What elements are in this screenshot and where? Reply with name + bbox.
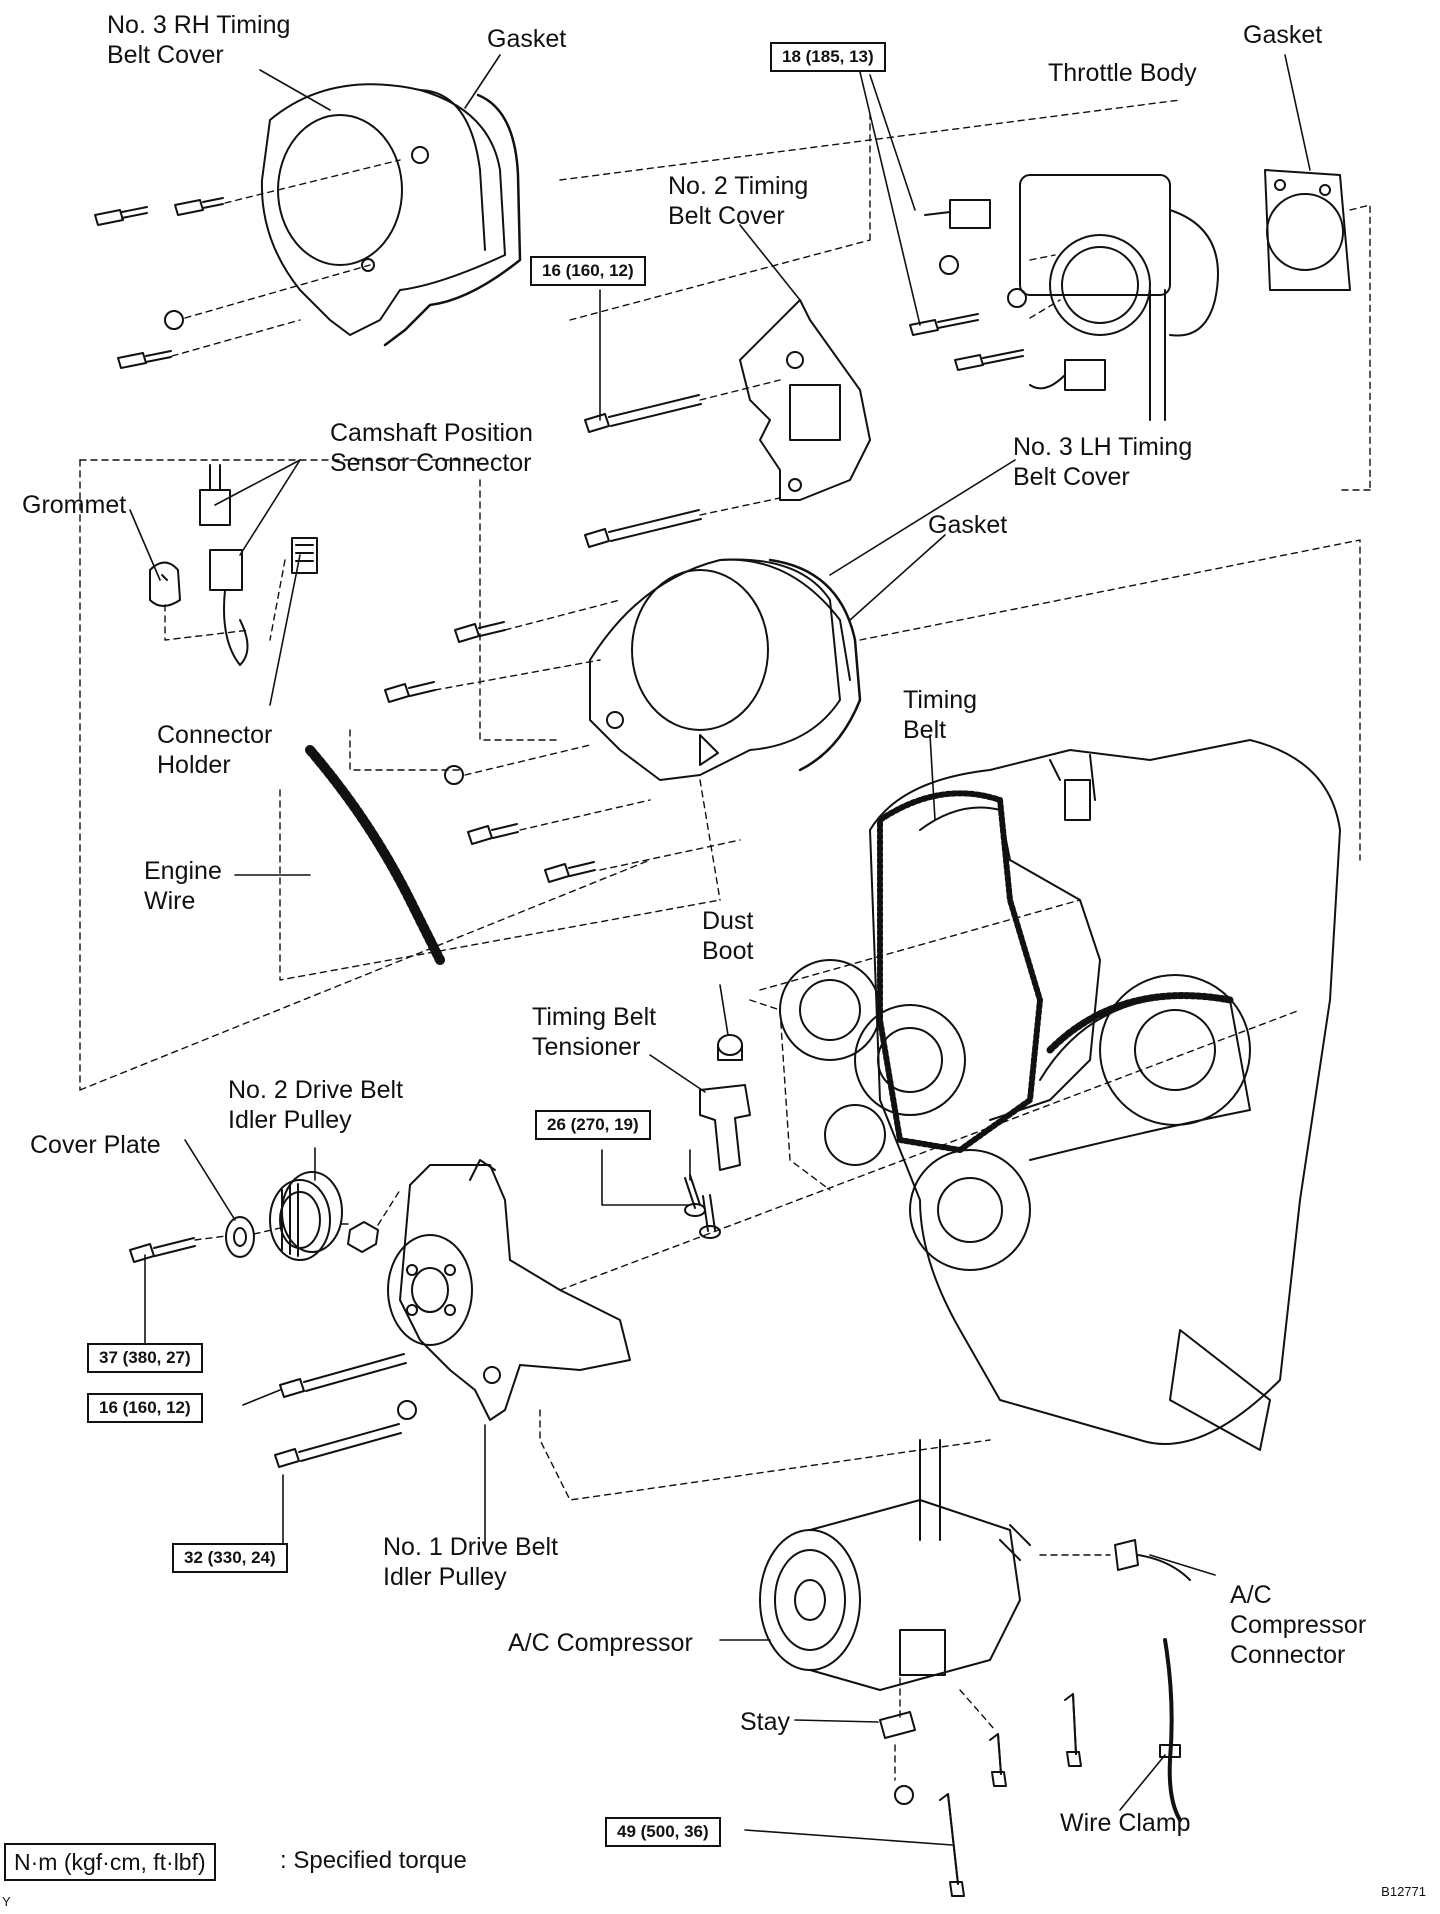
no2-timing-belt-cover	[739, 299, 871, 501]
label-line: No. 1 Drive Belt	[383, 1533, 559, 1561]
label-line: No. 3 RH Timing	[107, 11, 291, 39]
torque-legend-text: : Specified torque	[280, 1847, 467, 1874]
no2-cover-bolts	[584, 394, 702, 548]
no2-drive-belt-idler-pulley	[269, 1171, 343, 1261]
label-connector-holder: Connector Holder	[157, 720, 272, 780]
timing-belt-tensioner	[684, 1084, 751, 1239]
label-line: Idler Pulley	[228, 1106, 352, 1134]
dust-boot	[717, 1034, 743, 1061]
lh-cover-bolts	[384, 621, 596, 883]
torque-spec-26-270-19: 26 (270, 19)	[535, 1110, 651, 1140]
label-line: No. 2 Timing	[668, 172, 809, 200]
label-wire-clamp: Wire Clamp	[1060, 1809, 1191, 1837]
label-line: Camshaft Position	[330, 419, 533, 447]
label-line: A/C	[1230, 1581, 1272, 1609]
timing-belt	[877, 790, 1043, 1153]
label-line: Tensioner	[532, 1033, 641, 1061]
label-dust-boot: Dust Boot	[702, 906, 753, 966]
label-line: Holder	[157, 751, 231, 779]
label-line: Boot	[702, 937, 754, 965]
label-timing-belt: Timing Belt	[903, 685, 977, 745]
label-stay: Stay	[740, 1708, 791, 1736]
label-no1-drive-belt-idler-pulley: No. 1 Drive Belt Idler Pulley	[383, 1532, 558, 1592]
throttle-body	[924, 174, 1219, 421]
label-line: Compressor	[1230, 1611, 1367, 1639]
label-line: Connector	[1230, 1641, 1346, 1669]
corner-mark: Y	[2, 1894, 11, 1909]
torque-spec-16-160-12: 16 (160, 12)	[530, 256, 646, 286]
wire-clamp	[1159, 1638, 1182, 1822]
rh-cover-gasket	[383, 93, 522, 347]
label-timing-belt-tensioner: Timing Belt Tensioner	[532, 1002, 656, 1062]
label-gasket-mid: Gasket	[928, 511, 1008, 539]
label-cover-plate: Cover Plate	[30, 1131, 161, 1159]
label-engine-wire: Engine Wire	[144, 856, 222, 916]
label-line: Idler Pulley	[383, 1563, 507, 1591]
throttle-body-bolts	[909, 255, 1027, 371]
cover-plate	[225, 1216, 255, 1258]
engine-wire	[305, 745, 445, 965]
throttle-body-gasket	[1264, 169, 1351, 291]
ac-compressor	[759, 1439, 1031, 1691]
label-camshaft-position-sensor-connector: Camshaft Position Sensor Connector	[330, 418, 533, 478]
lh-cover-gasket	[768, 558, 862, 772]
label-no2-timing-belt-cover: No. 2 Timing Belt Cover	[668, 171, 808, 231]
idler-bracket-bolts	[129, 1237, 417, 1468]
label-line: Timing	[903, 686, 978, 714]
grommet	[149, 561, 181, 607]
label-throttle-body: Throttle Body	[1048, 59, 1197, 87]
rh-timing-belt-cover	[260, 83, 506, 336]
figure-code: B12771	[1381, 1884, 1426, 1899]
idler-pulley-bracket	[387, 1159, 631, 1421]
label-line: Connector	[157, 721, 273, 749]
ac-compressor-connector	[1114, 1539, 1191, 1581]
label-line: Belt Cover	[1013, 463, 1130, 491]
torque-spec-32-330-24: 32 (330, 24)	[172, 1543, 288, 1573]
label-rh-timing-belt-cover: No. 3 RH Timing Belt Cover	[107, 10, 290, 70]
label-lh-timing-belt-cover: No. 3 LH Timing Belt Cover	[1013, 432, 1192, 492]
label-line: Belt	[903, 716, 947, 744]
label-ac-compressor: A/C Compressor	[508, 1629, 693, 1657]
torque-spec-37-380-27: 37 (380, 27)	[87, 1343, 203, 1373]
stay	[879, 1711, 916, 1739]
label-grommet: Grommet	[22, 491, 127, 519]
torque-unit-legend-box: N·m (kgf·cm, ft·lbf)	[4, 1843, 216, 1881]
label-ac-compressor-connector: A/C Compressor Connector	[1230, 1580, 1366, 1670]
label-line: No. 2 Drive Belt	[228, 1076, 404, 1104]
torque-spec-49-500-36: 49 (500, 36)	[605, 1817, 721, 1847]
label-line: Engine	[144, 857, 222, 885]
label-line: Timing Belt	[532, 1003, 657, 1031]
label-gasket-top: Gasket	[487, 25, 567, 53]
torque-spec-16-160-12: 16 (160, 12)	[87, 1393, 203, 1423]
label-line: Sensor Connector	[330, 449, 532, 477]
label-line: Belt Cover	[668, 202, 785, 230]
label-line: Dust	[702, 907, 754, 935]
leader-lines	[129, 54, 1311, 1846]
torque-spec-18-185-13: 18 (185, 13)	[770, 42, 886, 72]
label-gasket-right: Gasket	[1243, 21, 1323, 49]
label-line: No. 3 LH Timing	[1013, 433, 1193, 461]
rh-cover-bolts	[94, 197, 224, 369]
engine-block	[779, 739, 1341, 1451]
camshaft-sensor-connector	[199, 464, 318, 666]
label-line: Wire	[144, 887, 196, 915]
label-line: Belt Cover	[107, 41, 224, 69]
lh-timing-belt-cover	[589, 558, 851, 781]
label-no2-drive-belt-idler-pulley: No. 2 Drive Belt Idler Pulley	[228, 1075, 403, 1135]
ac-compressor-bolts	[894, 1693, 1082, 1897]
